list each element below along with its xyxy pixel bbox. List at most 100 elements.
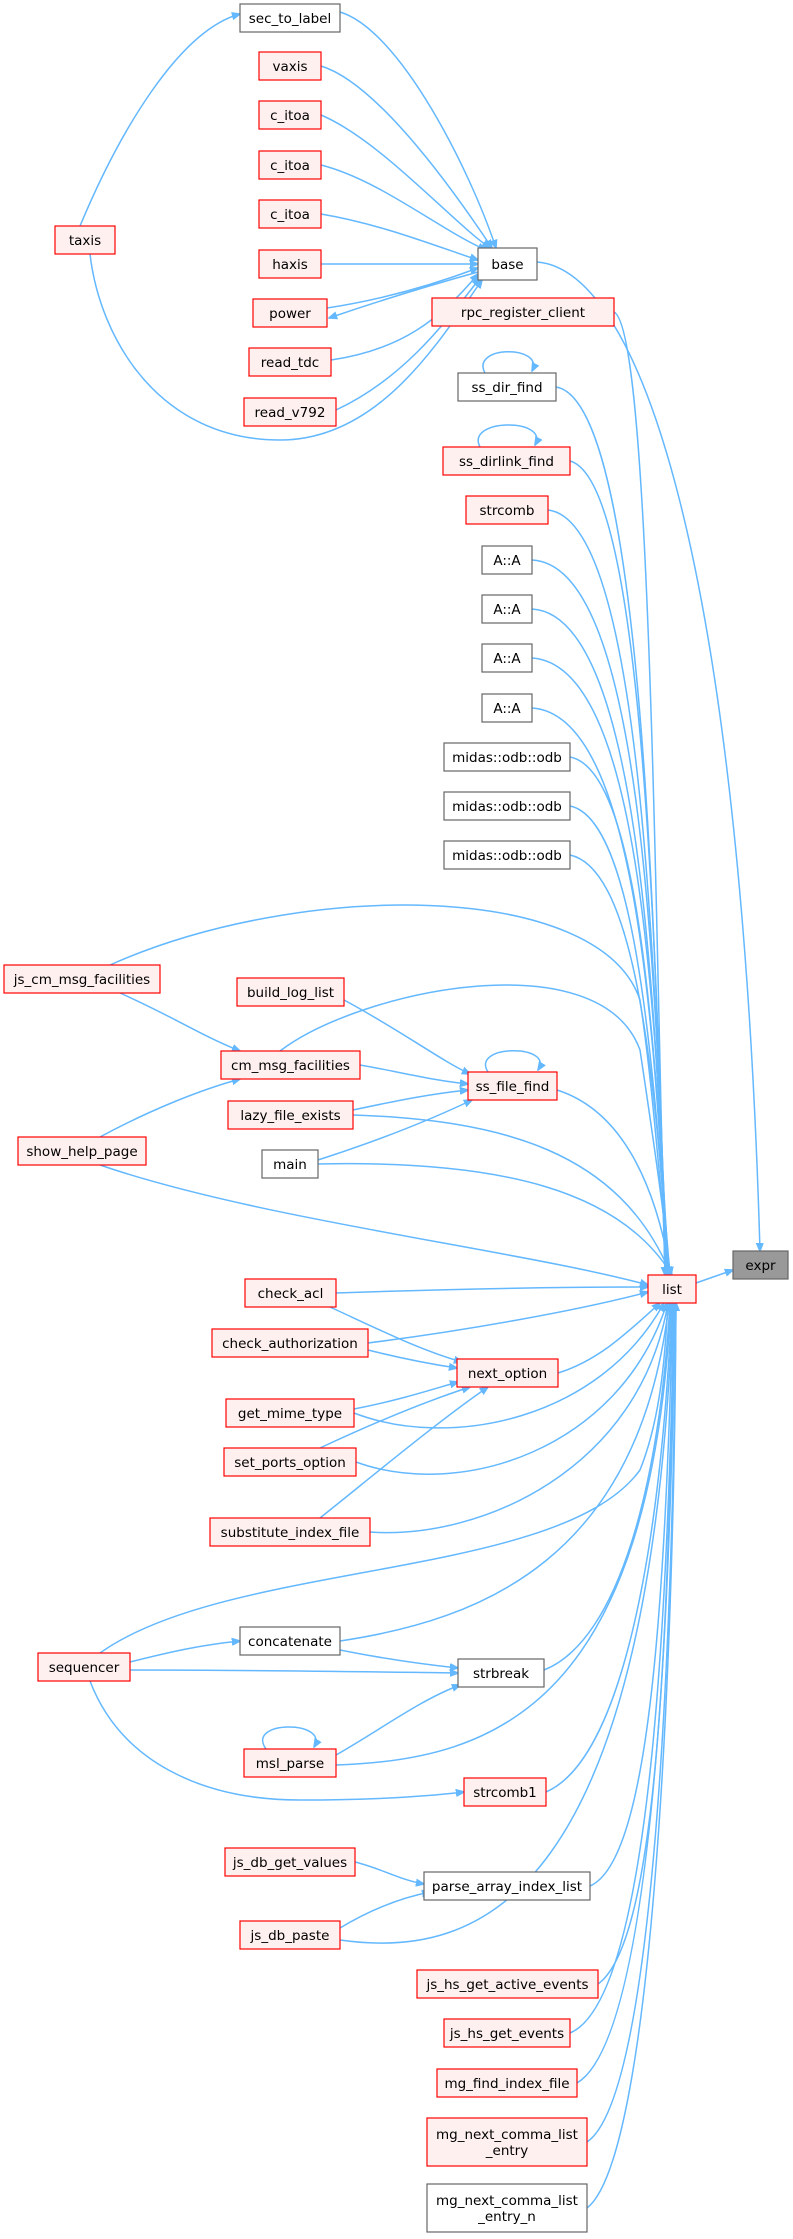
node-strbreak[interactable]: strbreak bbox=[457, 1658, 545, 1688]
node-box-read_tdc[interactable] bbox=[248, 347, 332, 377]
node-box-c_itoa_1[interactable] bbox=[258, 100, 322, 130]
node-box-ss_dir_find[interactable] bbox=[457, 372, 557, 402]
node-js_hs_get_events[interactable]: js_hs_get_events bbox=[443, 2018, 571, 2048]
node-c_itoa_1[interactable]: c_itoa bbox=[258, 100, 322, 130]
node-concatenate[interactable]: concatenate bbox=[239, 1626, 341, 1656]
node-c_itoa_3[interactable]: c_itoa bbox=[258, 199, 322, 229]
node-box-next_option[interactable] bbox=[456, 1358, 559, 1388]
node-box-get_mime_type[interactable] bbox=[225, 1398, 355, 1428]
node-box-ss_dirlink_find[interactable] bbox=[442, 446, 571, 476]
node-box-main[interactable] bbox=[261, 1149, 319, 1179]
node-box-rpc_register_client[interactable] bbox=[431, 297, 615, 327]
node-box-strcomb1[interactable] bbox=[463, 1777, 547, 1807]
node-mg_next_comma_list_entry[interactable]: mg_next_comma_list_entry bbox=[426, 2117, 588, 2167]
node-box-strbreak[interactable] bbox=[457, 1658, 545, 1688]
node-strcomb[interactable]: strcomb bbox=[465, 495, 549, 525]
node-box-cm_msg_facilities[interactable] bbox=[220, 1050, 361, 1080]
node-box-ss_file_find[interactable] bbox=[467, 1071, 558, 1101]
node-js_db_get_values[interactable]: js_db_get_values bbox=[224, 1847, 356, 1877]
node-substitute_index_file[interactable]: substitute_index_file bbox=[209, 1517, 371, 1547]
node-check_authorization[interactable]: check_authorization bbox=[211, 1328, 369, 1358]
node-cm_msg_facilities[interactable]: cm_msg_facilities bbox=[220, 1050, 361, 1080]
node-box-base[interactable] bbox=[477, 247, 538, 281]
node-base[interactable]: base bbox=[477, 247, 538, 281]
node-midas_odb_3[interactable]: midas::odb::odb bbox=[443, 840, 571, 870]
node-box-A_A_4[interactable] bbox=[481, 693, 533, 723]
node-show_help_page[interactable]: show_help_page bbox=[17, 1136, 147, 1166]
node-box-c_itoa_2[interactable] bbox=[258, 150, 322, 180]
node-box-js_db_paste[interactable] bbox=[239, 1920, 341, 1950]
node-build_log_list[interactable]: build_log_list bbox=[236, 977, 345, 1007]
node-A_A_2[interactable]: A::A bbox=[481, 594, 533, 624]
node-box-mg_find_index_file[interactable] bbox=[436, 2068, 578, 2098]
node-box-js_hs_get_active_events[interactable] bbox=[416, 1969, 599, 1999]
node-box-js_db_get_values[interactable] bbox=[224, 1847, 356, 1877]
node-c_itoa_2[interactable]: c_itoa bbox=[258, 150, 322, 180]
node-check_acl[interactable]: check_acl bbox=[244, 1278, 337, 1308]
node-box-check_acl[interactable] bbox=[244, 1278, 337, 1308]
node-box-A_A_1[interactable] bbox=[481, 545, 533, 575]
node-box-msl_parse[interactable] bbox=[243, 1748, 337, 1778]
node-box-read_v792[interactable] bbox=[243, 397, 337, 427]
node-box-midas_odb_1[interactable] bbox=[443, 742, 571, 772]
node-list[interactable]: list bbox=[647, 1274, 697, 1304]
node-box-c_itoa_3[interactable] bbox=[258, 199, 322, 229]
node-mg_find_index_file[interactable]: mg_find_index_file bbox=[436, 2068, 578, 2098]
node-read_tdc[interactable]: read_tdc bbox=[248, 347, 332, 377]
node-taxis[interactable]: taxis bbox=[54, 225, 116, 255]
node-sequencer[interactable]: sequencer bbox=[37, 1652, 131, 1682]
node-js_hs_get_active_events[interactable]: js_hs_get_active_events bbox=[416, 1969, 599, 1999]
node-midas_odb_1[interactable]: midas::odb::odb bbox=[443, 742, 571, 772]
node-box-expr[interactable] bbox=[732, 1250, 789, 1280]
node-box-list[interactable] bbox=[647, 1274, 697, 1304]
node-box-mg_next_comma_list_entry[interactable] bbox=[426, 2117, 588, 2167]
node-A_A_1[interactable]: A::A bbox=[481, 545, 533, 575]
node-box-midas_odb_3[interactable] bbox=[443, 840, 571, 870]
node-A_A_4[interactable]: A::A bbox=[481, 693, 533, 723]
node-box-js_hs_get_events[interactable] bbox=[443, 2018, 571, 2048]
node-rpc_register_client[interactable]: rpc_register_client bbox=[431, 297, 615, 327]
node-msl_parse[interactable]: msl_parse bbox=[243, 1748, 337, 1778]
node-box-js_cm_msg_facilities[interactable] bbox=[3, 964, 161, 994]
node-box-strcomb[interactable] bbox=[465, 495, 549, 525]
node-haxis[interactable]: haxis bbox=[258, 249, 322, 279]
node-parse_array_index_list[interactable]: parse_array_index_list bbox=[423, 1871, 591, 1901]
node-box-midas_odb_2[interactable] bbox=[443, 791, 571, 821]
node-box-power[interactable] bbox=[252, 298, 328, 328]
node-box-A_A_3[interactable] bbox=[481, 643, 533, 673]
node-box-taxis[interactable] bbox=[54, 225, 116, 255]
node-ss_dir_find[interactable]: ss_dir_find bbox=[457, 372, 557, 402]
node-set_ports_option[interactable]: set_ports_option bbox=[223, 1447, 357, 1477]
node-lazy_file_exists[interactable]: lazy_file_exists bbox=[227, 1100, 354, 1130]
node-box-show_help_page[interactable] bbox=[17, 1136, 147, 1166]
node-get_mime_type[interactable]: get_mime_type bbox=[225, 1398, 355, 1428]
node-box-vaxis[interactable] bbox=[258, 51, 322, 81]
node-next_option[interactable]: next_option bbox=[456, 1358, 559, 1388]
node-js_cm_msg_facilities[interactable]: js_cm_msg_facilities bbox=[3, 964, 161, 994]
node-box-build_log_list[interactable] bbox=[236, 977, 345, 1007]
node-box-sec_to_label[interactable] bbox=[239, 3, 341, 33]
node-box-substitute_index_file[interactable] bbox=[209, 1517, 371, 1547]
node-box-concatenate[interactable] bbox=[239, 1626, 341, 1656]
node-strcomb1[interactable]: strcomb1 bbox=[463, 1777, 547, 1807]
node-box-sequencer[interactable] bbox=[37, 1652, 131, 1682]
node-main[interactable]: main bbox=[261, 1149, 319, 1179]
node-js_db_paste[interactable]: js_db_paste bbox=[239, 1920, 341, 1950]
node-box-lazy_file_exists[interactable] bbox=[227, 1100, 354, 1130]
node-box-A_A_2[interactable] bbox=[481, 594, 533, 624]
node-read_v792[interactable]: read_v792 bbox=[243, 397, 337, 427]
node-mg_next_comma_list_entry_n[interactable]: mg_next_comma_list_entry_n bbox=[426, 2183, 588, 2233]
node-box-check_authorization[interactable] bbox=[211, 1328, 369, 1358]
node-box-parse_array_index_list[interactable] bbox=[423, 1871, 591, 1901]
node-expr[interactable]: expr bbox=[732, 1250, 789, 1280]
node-sec_to_label[interactable]: sec_to_label bbox=[239, 3, 341, 33]
node-vaxis[interactable]: vaxis bbox=[258, 51, 322, 81]
node-A_A_3[interactable]: A::A bbox=[481, 643, 533, 673]
node-ss_dirlink_find[interactable]: ss_dirlink_find bbox=[442, 446, 571, 476]
node-midas_odb_2[interactable]: midas::odb::odb bbox=[443, 791, 571, 821]
node-ss_file_find[interactable]: ss_file_find bbox=[467, 1071, 558, 1101]
node-power[interactable]: power bbox=[252, 298, 328, 328]
node-box-haxis[interactable] bbox=[258, 249, 322, 279]
node-box-mg_next_comma_list_entry_n[interactable] bbox=[426, 2183, 588, 2233]
node-box-set_ports_option[interactable] bbox=[223, 1447, 357, 1477]
